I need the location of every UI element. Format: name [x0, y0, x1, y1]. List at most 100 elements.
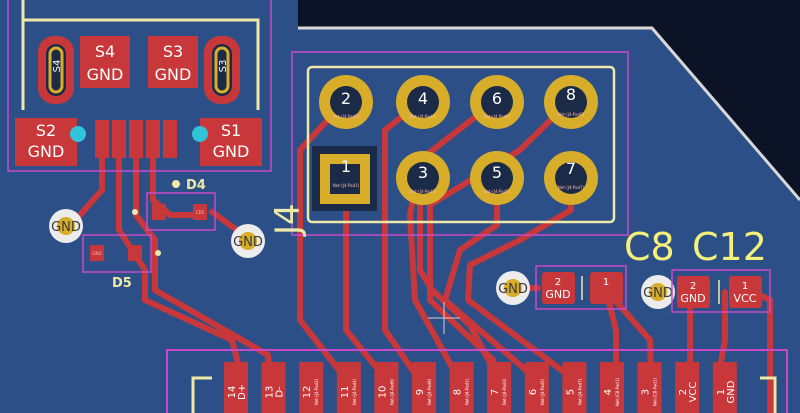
gnd-via-4-label: GND — [643, 286, 673, 301]
s1-label: S1 — [221, 121, 241, 140]
s2-pad[interactable] — [15, 118, 77, 166]
c8-reference: C8 — [624, 225, 675, 269]
connector-pad-8-label: 8Net-(J4-Pad1) — [453, 378, 470, 405]
s1-pad[interactable] — [200, 118, 262, 166]
connector-pad-1-number: 1 — [716, 389, 727, 395]
connector-pad-10-number: 10 — [377, 386, 388, 399]
s3-net: GND — [155, 65, 192, 84]
connector-pad-8-net: Net-(J4-Pad1) — [465, 378, 470, 405]
connector-pad-7[interactable] — [487, 362, 512, 413]
connector-pad-8[interactable] — [449, 362, 474, 413]
connector-pad-6-label: 6Net-(J4-Pad5) — [528, 378, 545, 405]
c8-pad-1[interactable] — [590, 272, 623, 304]
connector-pad-13-label: 13D- — [265, 386, 286, 399]
connector-pad-3-net: Net-(C8-Pad1) — [653, 377, 658, 406]
connector-pad-4-number: 4 — [603, 389, 614, 395]
connector-pad-14[interactable] — [224, 362, 248, 413]
connector-pad-2[interactable] — [675, 362, 700, 413]
gnd-via-3-label: GND — [498, 282, 528, 297]
pin-3-netname: Net-(J4-Pad3) — [410, 189, 437, 194]
pin-2-netname: Net-(J4-Pad2) — [333, 114, 360, 119]
connector-pad-11-label: 11Net-(J4-Pad4) — [340, 378, 357, 405]
d5-pad-2[interactable] — [128, 245, 142, 261]
c12-pad-1-number: 1 — [742, 281, 748, 292]
connector-pad-5-label: 5Net-(J4-Pad7) — [565, 378, 582, 405]
connector-pad-7-number: 7 — [490, 389, 501, 395]
connector-pad-10[interactable] — [374, 362, 399, 413]
pin-8-number: 8 — [566, 85, 576, 104]
d4-reference: D4 — [186, 178, 206, 193]
connector-pads: 14D+ 13D- 12Net-(J4-Pad2) 11Net-(J4-Pad4) 10… — [224, 362, 737, 413]
connector-pad-4[interactable] — [600, 362, 624, 413]
c8-pad-2[interactable] — [542, 272, 575, 304]
d4-courtyard — [146, 192, 216, 231]
connector-pad-12-label: 12Net-(J4-Pad2) — [302, 378, 319, 405]
pin-6-netname: Net-(J4-Pad6) — [484, 114, 511, 119]
alignment-hole-right — [192, 126, 208, 142]
s4-net: GND — [87, 65, 124, 84]
connector-pad-4-net: Net-(C8-Pad1) — [615, 377, 620, 406]
j4-reference: J4 — [268, 203, 308, 237]
gnd-via-1-label: GND — [51, 220, 81, 235]
s1-net: GND — [213, 142, 250, 161]
connector-pad-13[interactable] — [261, 362, 286, 413]
connector-pad-5-net: Net-(J4-Pad7) — [577, 378, 582, 405]
usb-hole-s3-label: S3 — [218, 60, 229, 73]
d5-pad-1[interactable] — [90, 245, 104, 261]
connector-pad-6[interactable] — [524, 362, 549, 413]
pin-4-netname: Net-(J4-Pad4) — [410, 114, 437, 119]
d4-pad-2[interactable] — [193, 204, 207, 220]
gnd-vias: GND GND GND GND — [49, 209, 675, 309]
pin-5-netname: Net-(J4-Pad5) — [484, 189, 511, 194]
connector-pad-9[interactable] — [412, 362, 436, 413]
connector-pad-3[interactable] — [637, 362, 662, 413]
connector-pad-2-net: VCC — [688, 382, 699, 403]
pin-5-number: 5 — [492, 163, 502, 182]
connector-pad-9-number: 9 — [415, 389, 426, 395]
connector-pad-6-number: 6 — [528, 389, 539, 395]
c12-pad-2-number: 2 — [690, 281, 696, 292]
j4-courtyard — [291, 51, 629, 236]
d4-pad-1[interactable] — [152, 204, 166, 220]
connector-pad-3-number: 3 — [641, 389, 652, 395]
pin-1-netname: Net-(J4-Pad1) — [333, 183, 360, 188]
connector-pad-5[interactable] — [562, 362, 587, 413]
connector-pad-6-net: Net-(J4-Pad5) — [540, 378, 545, 405]
c12-pad-1[interactable] — [729, 276, 762, 308]
d4-pad-netname: CD1 — [196, 210, 205, 215]
connector-pad-12[interactable] — [299, 362, 324, 413]
connector-pad-9-label: 9Net-(J4-Pad8) — [415, 378, 432, 405]
s4-label: S4 — [95, 42, 115, 61]
usb-courtyard — [7, 0, 272, 172]
connector-pad-2-label: 2VCC — [678, 382, 699, 403]
usb-signal-pads — [95, 120, 177, 158]
s3-pad[interactable] — [148, 36, 198, 88]
connector-pad-8-number: 8 — [453, 389, 464, 395]
connector-pad-4-label: 4Net-(C8-Pad1) — [603, 377, 620, 406]
pin-6-number: 6 — [492, 89, 502, 108]
c12-pad-2[interactable] — [677, 276, 710, 308]
connector-pad-3-label: 3Net-(C8-Pad1) — [641, 377, 658, 406]
connector-pad-10-net: Net-(J4-Pad6) — [389, 378, 394, 405]
pin-4-number: 4 — [418, 89, 428, 108]
connector-pad-9-net: Net-(J4-Pad8) — [427, 378, 432, 405]
connector-pad-11-net: Net-(J4-Pad4) — [352, 378, 357, 405]
connector-pad-14-label: 14D+ — [227, 384, 248, 400]
pin-2-number: 2 — [341, 89, 351, 108]
connector-pad-14-number: 14 — [227, 386, 238, 399]
connector-silkscreen — [191, 376, 212, 413]
connector-pad-11[interactable] — [336, 362, 361, 413]
alignment-hole-left — [70, 126, 86, 142]
connector-pad-2-number: 2 — [678, 389, 689, 395]
usb-shield-pads: S4 S3 — [38, 36, 240, 104]
c8-courtyard — [535, 265, 627, 310]
pin-7-number: 7 — [566, 159, 576, 178]
d5-reference: D5 — [112, 276, 132, 291]
s2-net: GND — [28, 142, 65, 161]
s4-pad[interactable] — [80, 36, 130, 88]
connector-pad-1[interactable] — [712, 362, 737, 413]
c8-pad-2-net: GND — [545, 288, 570, 301]
board-edge — [298, 26, 800, 201]
